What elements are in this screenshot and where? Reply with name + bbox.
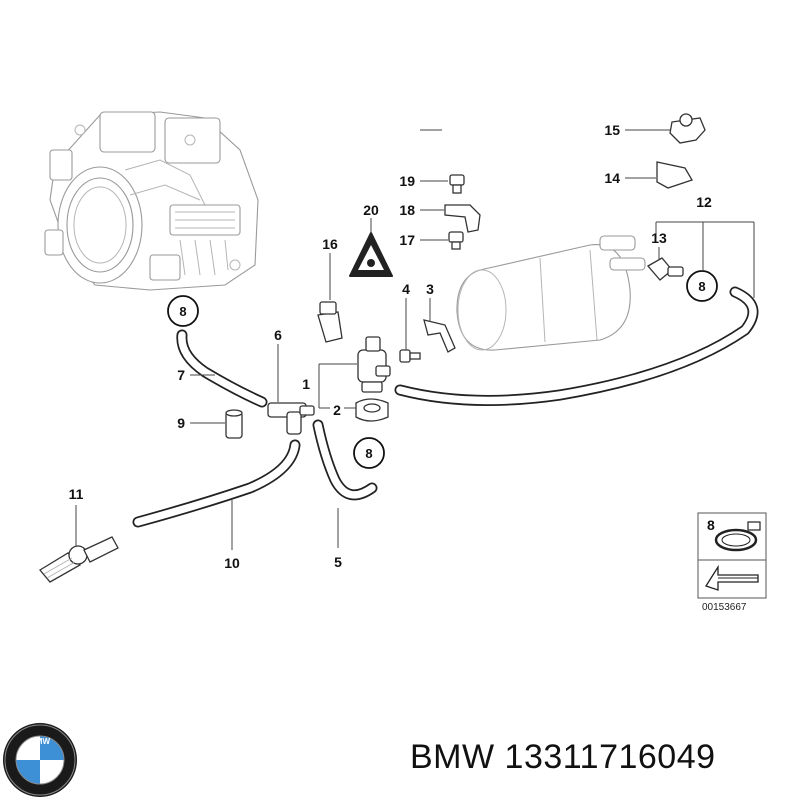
drawing-code: 00153667 [702, 602, 747, 613]
throttle-body-illustration [44, 111, 259, 291]
leader-lines [75, 129, 755, 550]
bracket-18 [444, 204, 481, 233]
logo-letters: BMW [30, 737, 50, 746]
part-number: 13311716049 [504, 738, 716, 776]
part-label-4: 4 [402, 281, 410, 297]
part-label-14: 14 [604, 170, 620, 186]
legend-item-number: 8 [707, 517, 715, 533]
bracket-14 [656, 161, 693, 189]
clamp-callout-label: 8 [365, 446, 372, 461]
part-label-1: 1 [302, 376, 310, 392]
part-label-11: 11 [69, 486, 84, 502]
bolt-17 [448, 231, 464, 250]
clamp-callout-circle: 8 [167, 295, 199, 327]
part-label-15: 15 [604, 122, 620, 138]
part-label-3: 3 [426, 281, 434, 297]
part-label-18: 18 [399, 202, 415, 218]
bolt-19 [449, 174, 465, 194]
part-label-13: 13 [651, 230, 667, 246]
part-label-16: 16 [322, 236, 338, 252]
hose-5 [312, 419, 378, 501]
clamp-callout-circle: 8 [353, 437, 385, 469]
legend-box: 8 00153667 [697, 512, 767, 613]
connector-13 [646, 257, 684, 281]
clamp-callout-label: 8 [179, 304, 186, 319]
part-label-20: 20 [363, 202, 379, 218]
part-caption: BMW 13311716049 [410, 738, 716, 777]
hose-main [394, 286, 759, 406]
part-label-6: 6 [274, 327, 282, 343]
hose-piece-9 [225, 409, 243, 439]
bmw-logo: BMW [3, 723, 77, 797]
connector-11 [39, 536, 119, 583]
part-label-7: 7 [177, 367, 185, 383]
warning-label-20 [349, 232, 393, 277]
part-label-9: 9 [177, 415, 185, 431]
purge-valve-1 [357, 336, 391, 393]
bolt-4 [399, 349, 421, 363]
arrow-icon [705, 564, 759, 591]
part-label-2: 2 [333, 402, 341, 418]
brand-name: BMW [410, 738, 495, 776]
part-label-5: 5 [334, 554, 342, 570]
part-label-12: 12 [696, 194, 712, 210]
part-label-10: 10 [224, 555, 240, 571]
carbon-canister-illustration [456, 235, 646, 351]
t-piece-6 [267, 402, 315, 435]
bracket-3 [423, 319, 456, 353]
bracket-2 [355, 398, 389, 422]
hose-10 [132, 439, 301, 528]
connector-16 [317, 301, 343, 343]
hose-7 [176, 329, 268, 408]
part-label-19: 19 [399, 173, 415, 189]
hose-clamp-icon [714, 521, 761, 552]
part-label-17: 17 [399, 232, 415, 248]
clip-15 [669, 113, 706, 144]
part-labels: 1 2 3 4 5 6 7 9 10 11 12 13 14 15 16 17 … [69, 122, 712, 571]
clamp-callout-circle: 8 [686, 270, 718, 302]
clamp-callout-label: 8 [698, 279, 705, 294]
